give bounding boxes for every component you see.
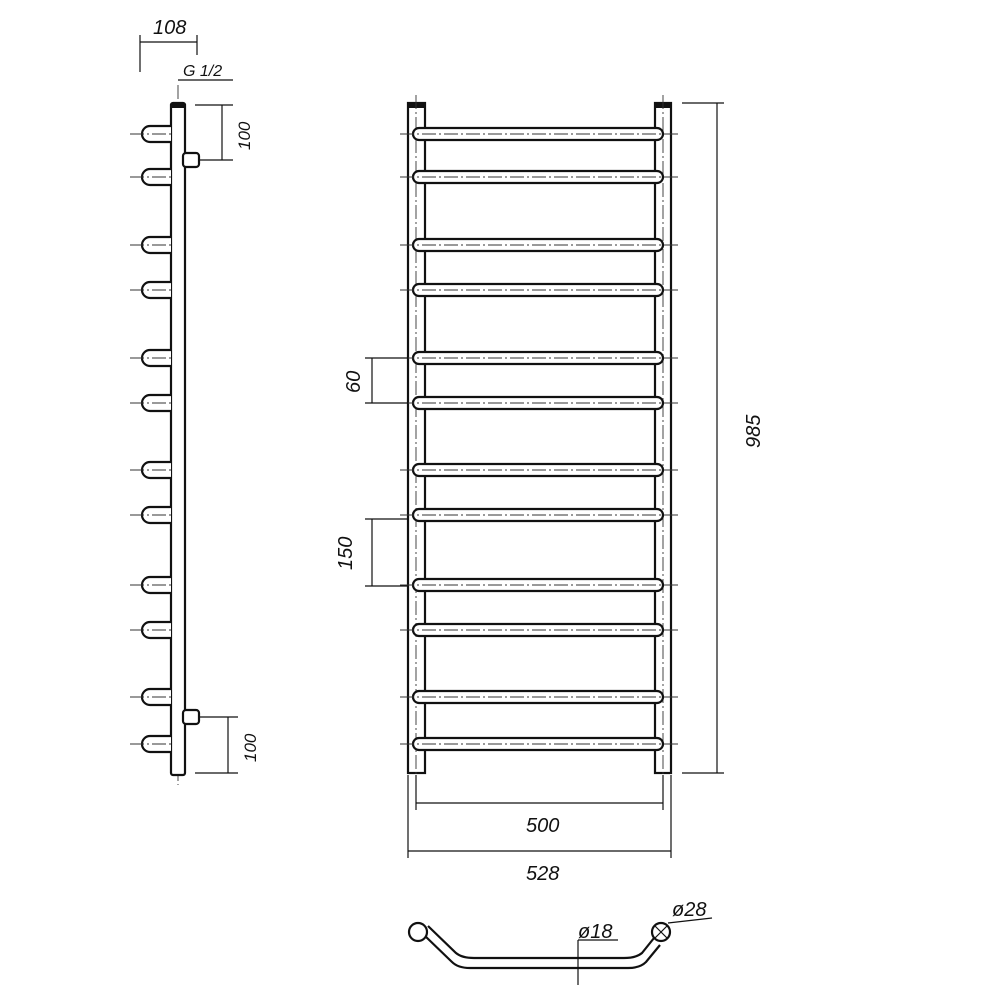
dim-leader — [667, 917, 713, 924]
dim-gap-large-label: 150 — [335, 537, 357, 570]
left-post-section — [407, 921, 429, 943]
post-cap — [171, 103, 185, 108]
rung-diameter-label: ø18 — [578, 921, 612, 943]
dim-gap-small-label: 60 — [343, 371, 365, 393]
cross-mark — [654, 925, 668, 939]
rung-plan — [423, 934, 661, 970]
bottom-fitting — [181, 708, 201, 726]
dim-bottom-offset-label: 100 — [241, 733, 260, 762]
top-fitting — [181, 151, 201, 169]
top-view: ø18 ø28 — [407, 899, 713, 985]
dim-outer-width-label: 528 — [526, 863, 559, 885]
side-post — [169, 101, 187, 777]
rung-plan-inner — [427, 925, 655, 960]
dim-top-offset-label: 100 — [235, 121, 254, 150]
front-view: 985 60 150 500 528 — [335, 95, 765, 885]
dim-inner-width-label: 500 — [526, 815, 559, 837]
dim-depth-label: 108 — [153, 17, 186, 39]
post-cap — [408, 103, 425, 108]
left-post — [406, 101, 427, 775]
dim-height-label: 985 — [743, 414, 765, 448]
post-diameter-label: ø28 — [672, 899, 706, 921]
side-view: 108 G 1/2 100 100 — [130, 17, 260, 785]
thread-label: G 1/2 — [183, 63, 222, 80]
